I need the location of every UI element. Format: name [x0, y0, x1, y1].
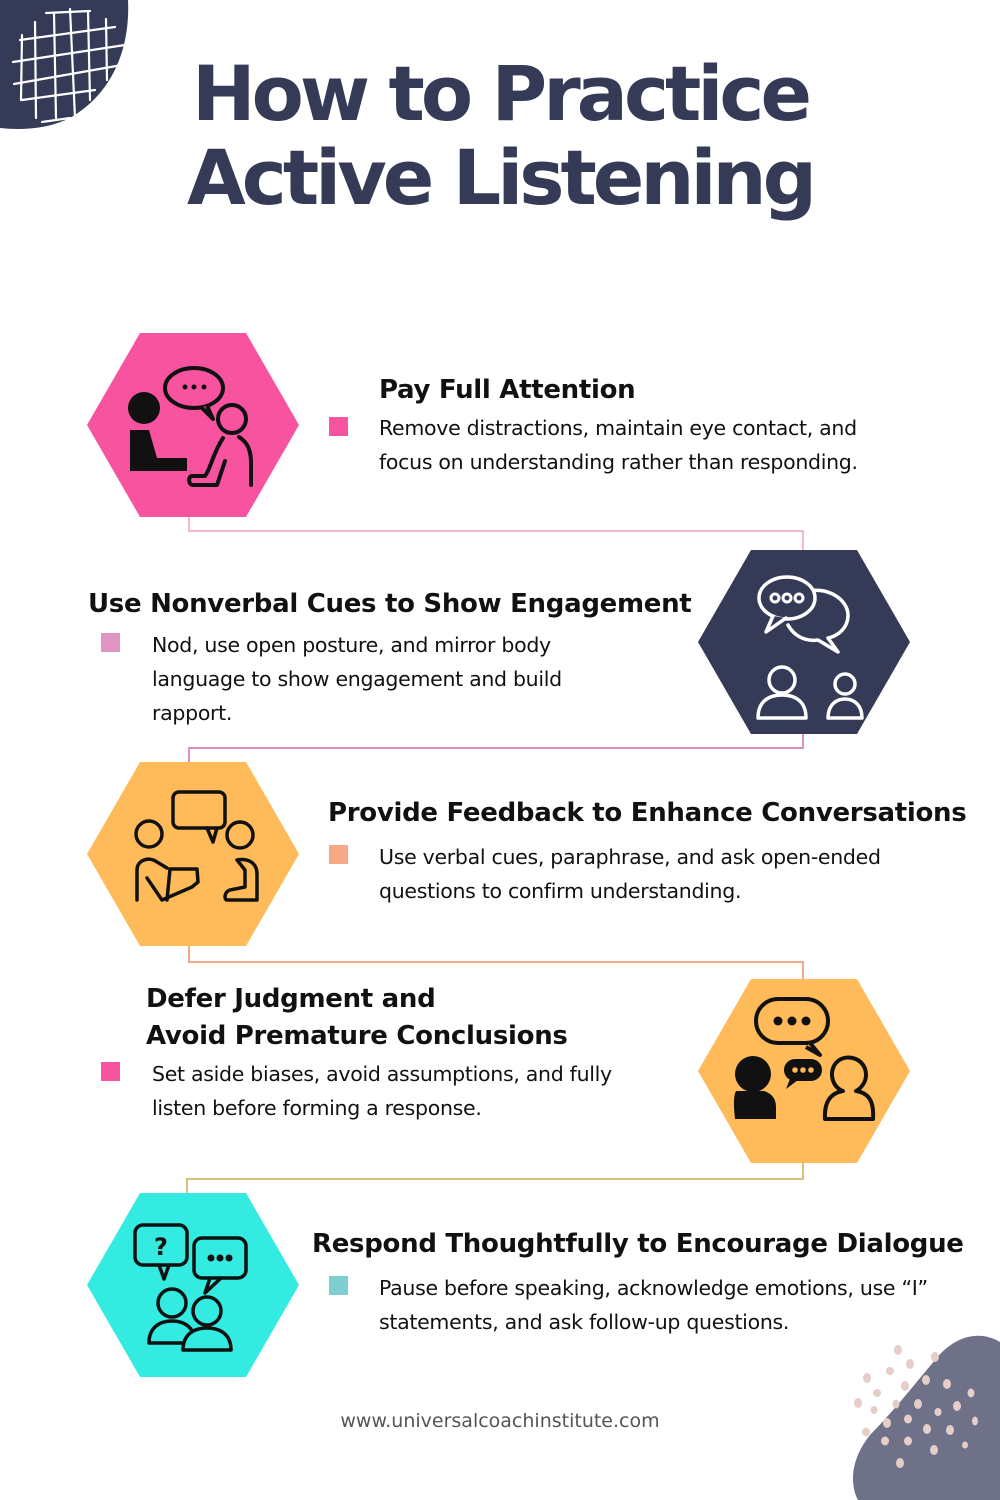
step-2-heading: Use Nonverbal Cues to Show Engagement — [88, 589, 692, 619]
step-2-bullet — [101, 633, 120, 652]
step-3-description: Use verbal cues, paraphrase, and ask ope… — [379, 845, 881, 903]
footer-url[interactable]: www.universalcoachinstitute.com — [340, 1410, 660, 1432]
dotted-blob-decoration — [853, 1335, 1000, 1500]
page-title: How to Practice Active Listening — [0, 52, 1000, 220]
step-3-hexagon — [87, 762, 299, 946]
step-4-heading-line-1: Defer Judgment and — [146, 984, 436, 1014]
chat-bubbles-people-icon — [756, 575, 864, 720]
step-4-description: Set aside biases, avoid assumptions, and… — [152, 1062, 612, 1120]
step-1-bullet — [329, 417, 348, 436]
question-chat-people-icon: ? — [133, 1223, 248, 1352]
title-line-2: Active Listening — [186, 133, 817, 222]
step-2-description: Nod, use open posture, and mirror body l… — [152, 633, 562, 725]
step-4-bullet — [101, 1062, 120, 1081]
two-people-dialogue-icon — [733, 997, 876, 1121]
step-5-description: Pause before speaking, acknowledge emoti… — [379, 1276, 928, 1334]
step-1-heading: Pay Full Attention — [379, 375, 636, 405]
step-5-heading: Respond Thoughtfully to Encourage Dialog… — [312, 1229, 964, 1259]
step-1-description: Remove distractions, maintain eye contac… — [379, 416, 858, 474]
step-5-bullet — [329, 1276, 348, 1295]
step-4-heading-line-2: Avoid Premature Conclusions — [146, 1021, 568, 1051]
people-with-clipboard-icon — [134, 790, 259, 902]
step-3-heading: Provide Feedback to Enhance Conversation… — [328, 798, 967, 828]
svg-text:?: ? — [154, 1233, 168, 1261]
step-3-bullet — [329, 845, 348, 864]
grid-blob-decoration — [0, 0, 129, 129]
two-people-conversation-icon — [128, 366, 253, 487]
title-line-1: How to Practice — [192, 49, 812, 138]
step-4-heading: Defer Judgment and Avoid Premature Concl… — [146, 981, 568, 1055]
